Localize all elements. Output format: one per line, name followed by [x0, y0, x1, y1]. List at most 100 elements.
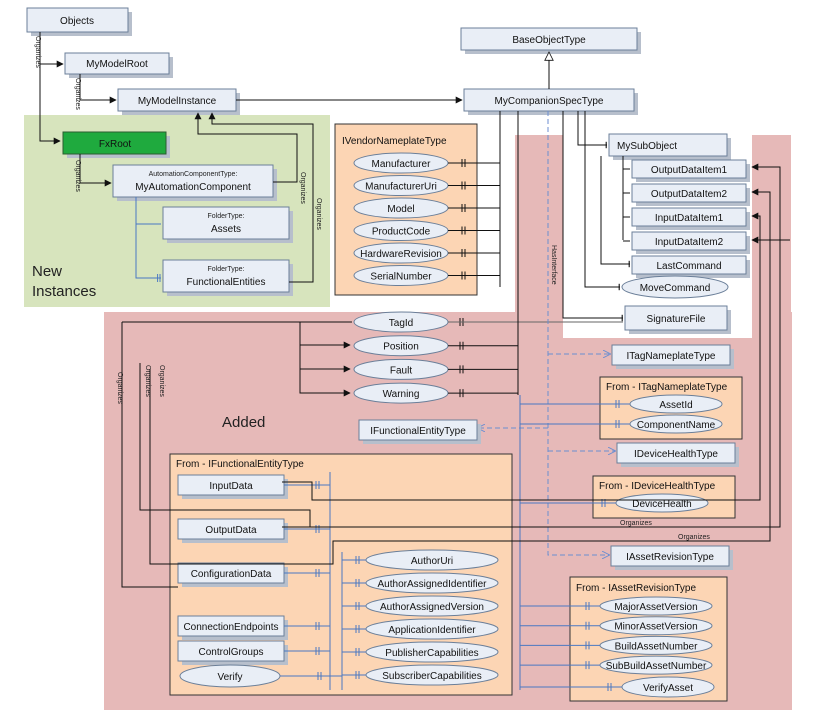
svg-text:AuthorAssignedIdentifier: AuthorAssignedIdentifier: [378, 579, 488, 590]
my-model-root-node[interactable]: MyModelRoot: [64, 52, 173, 78]
manufactureruri-node[interactable]: ManufacturerUri: [353, 175, 449, 196]
outputdataitem1-node[interactable]: OutputDataItem1: [631, 159, 750, 182]
edge-label-organizes-8: Organizes: [158, 365, 165, 397]
svg-text:Assets: Assets: [211, 224, 241, 235]
serialnumber-node[interactable]: SerialNumber: [353, 265, 449, 286]
fx-root-node[interactable]: FxRoot: [62, 131, 170, 158]
edge-label-organizes-3: Organizes: [74, 160, 81, 192]
verify-node[interactable]: Verify: [179, 664, 281, 688]
buildassetnumber-node[interactable]: BuildAssetNumber: [599, 635, 713, 655]
outputdataitem2-node[interactable]: OutputDataItem2: [631, 183, 750, 206]
svg-text:FolderType:: FolderType:: [208, 266, 245, 273]
svg-text:IFunctionalEntityType: IFunctionalEntityType: [370, 426, 466, 437]
connectionendpoints-node[interactable]: ConnectionEndpoints: [177, 615, 288, 640]
tick-mark: [459, 341, 464, 350]
tick-mark: [355, 602, 360, 610]
tick-mark: [315, 525, 320, 533]
svg-text:InputDataItem2: InputDataItem2: [655, 237, 724, 248]
tick-mark: [315, 647, 320, 655]
tick-mark: [461, 159, 466, 167]
functional-entities-node[interactable]: FolderType: FunctionalEntities: [162, 259, 293, 296]
configurationdata-node[interactable]: ConfigurationData: [177, 562, 288, 587]
tagid-node[interactable]: TagId: [353, 311, 449, 333]
svg-text:FunctionalEntities: FunctionalEntities: [187, 277, 266, 288]
assetid-node[interactable]: AssetId: [629, 394, 723, 414]
signature-file-node[interactable]: SignatureFile: [624, 305, 731, 334]
outputdata-node[interactable]: OutputData: [177, 518, 288, 543]
tick-mark: [355, 671, 360, 679]
svg-text:ConnectionEndpoints: ConnectionEndpoints: [183, 622, 278, 633]
authoruri-node[interactable]: AuthorUri: [365, 549, 499, 571]
authorassignedversion-node[interactable]: AuthorAssignedVersion: [365, 595, 499, 617]
tick-mark: [459, 389, 464, 398]
svg-text:BuildAssetNumber: BuildAssetNumber: [615, 641, 698, 652]
model-node[interactable]: Model: [353, 197, 449, 219]
hardwarerevision-node[interactable]: HardwareRevision: [353, 242, 449, 264]
automation-component-node[interactable]: AutomationComponentType: MyAutomationCom…: [112, 164, 277, 201]
my-companion-spec-type-node[interactable]: MyCompanionSpecType: [463, 88, 638, 115]
svg-text:AuthorAssignedVersion: AuthorAssignedVersion: [380, 602, 484, 613]
iasset-revision-type-node[interactable]: IAssetRevisionType: [610, 545, 733, 570]
lastcommand-node[interactable]: LastCommand: [631, 255, 750, 278]
majorassetversion-node[interactable]: MajorAssetVersion: [599, 596, 713, 616]
fault-node[interactable]: Fault: [353, 358, 449, 380]
itag-nameplate-type-node[interactable]: ITagNameplateType: [611, 344, 734, 369]
svg-text:Verify: Verify: [217, 672, 242, 683]
idevice-health-type-node[interactable]: IDeviceHealthType: [616, 442, 739, 467]
edge-label-organizes-1: Organizes: [34, 36, 41, 68]
applicationidentifier-node[interactable]: ApplicationIdentifier: [365, 618, 499, 640]
svg-text:SignatureFile: SignatureFile: [647, 314, 706, 325]
edge-label-organizes-4: Organizes: [299, 172, 306, 204]
controlgroups-node[interactable]: ControlGroups: [177, 640, 288, 665]
has-interface-trunk: [547, 111, 609, 555]
svg-text:MoveCommand: MoveCommand: [640, 283, 711, 294]
edge-label-organizes-10: Organizes: [678, 534, 710, 541]
svg-text:SubscriberCapabilities: SubscriberCapabilities: [382, 671, 482, 682]
publishercapabilities-node[interactable]: PublisherCapabilities: [365, 641, 499, 663]
base-object-type-node[interactable]: BaseObjectType: [460, 27, 641, 54]
svg-text:SubBuildAssetNumber: SubBuildAssetNumber: [606, 661, 707, 672]
assets-node[interactable]: FolderType: Assets: [162, 206, 293, 243]
svg-text:OutputData: OutputData: [205, 525, 257, 536]
tick-mark: [355, 625, 360, 633]
svg-text:ControlGroups: ControlGroups: [198, 647, 263, 658]
subbuildassetnumber-node[interactable]: SubBuildAssetNumber: [599, 655, 713, 675]
svg-text:Fault: Fault: [390, 365, 412, 376]
added-label: Added: [222, 414, 265, 431]
move-command-node[interactable]: MoveCommand: [621, 275, 729, 299]
verifyasset-node[interactable]: VerifyAsset: [621, 676, 715, 698]
ifunctional-entity-type-node[interactable]: IFunctionalEntityType: [358, 419, 481, 444]
svg-text:IDeviceHealthType: IDeviceHealthType: [634, 449, 718, 460]
subscribercapabilities-node[interactable]: SubscriberCapabilities: [365, 664, 499, 686]
svg-text:Position: Position: [383, 342, 419, 353]
svg-text:InputData: InputData: [209, 481, 253, 492]
objects-node[interactable]: Objects: [26, 7, 132, 36]
component-to-instance-edge: [194, 112, 298, 183]
position-node[interactable]: Position: [353, 335, 449, 357]
tick-mark: [615, 420, 620, 428]
tick-mark: [317, 672, 322, 680]
inputdataitem1-node[interactable]: InputDataItem1: [631, 207, 750, 230]
edge-label-organizes-7: Organizes: [144, 365, 151, 397]
minorassetversion-node[interactable]: MinorAssetVersion: [599, 616, 713, 636]
my-model-instance-node[interactable]: MyModelInstance: [117, 88, 240, 115]
edge-label-organizes-9: Organizes: [620, 520, 652, 527]
warning-node[interactable]: Warning: [353, 382, 449, 404]
componentname-node[interactable]: ComponentName: [629, 414, 723, 434]
vendor-nameplate-title: IVendorNameplateType: [342, 136, 447, 147]
svg-text:Model: Model: [387, 204, 414, 215]
inputdata-node[interactable]: InputData: [177, 474, 288, 499]
svg-text:MyCompanionSpecType: MyCompanionSpecType: [495, 96, 604, 107]
manufacturer-node[interactable]: Manufacturer: [353, 152, 449, 174]
svg-text:LastCommand: LastCommand: [656, 261, 721, 272]
svg-text:Warning: Warning: [383, 389, 420, 400]
productcode-node[interactable]: ProductCode: [353, 220, 449, 241]
tick-mark: [607, 683, 612, 691]
tick-mark: [461, 271, 466, 280]
inputdataitem2-node[interactable]: InputDataItem2: [631, 231, 750, 254]
tick-mark: [585, 602, 590, 610]
my-sub-object-node[interactable]: MySubObject: [608, 133, 731, 160]
authorassignedidentifier-node[interactable]: AuthorAssignedIdentifier: [365, 572, 499, 594]
devicehealth-node[interactable]: DeviceHealth: [615, 493, 709, 513]
